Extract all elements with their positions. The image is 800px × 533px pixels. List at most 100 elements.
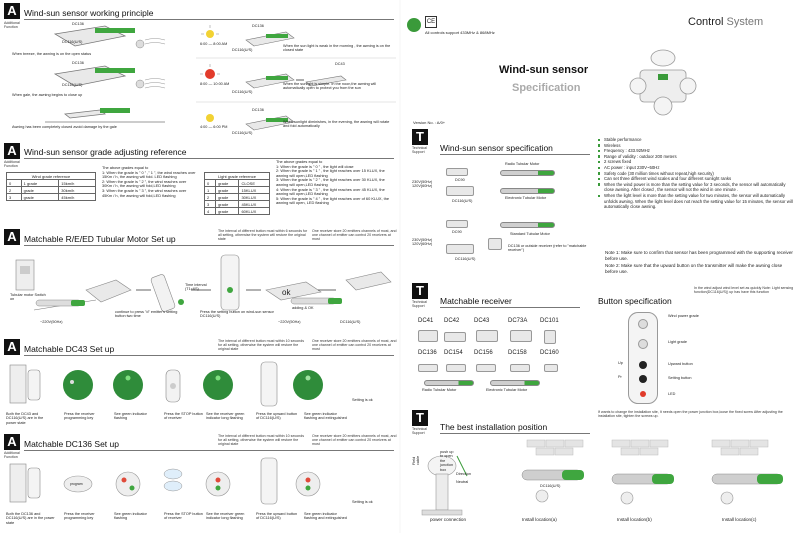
section-letter: A [4,339,20,355]
section-title: Matchable receiver [440,296,512,306]
step-press-sensor: Press the setting button on wind-sun sen… [200,310,274,319]
label-dc43: DC43 [335,62,345,66]
section-rule [24,450,394,451]
adding-ok-label: adding & OK [292,306,314,310]
label-dc116: DC116(U/S) [232,48,253,52]
radio-motor-icon [500,170,555,176]
list-item: When the light level is more than the se… [598,193,796,210]
sensor-dc116 [446,186,474,196]
legend-led: LED [668,392,676,396]
caption-morning: When the sun light is weak in the mornin… [283,44,391,53]
receiver-icon [476,330,498,342]
interval-note: The interval of different button must wi… [218,339,305,352]
channel-note: One receiver store 20 emitters channels … [312,229,397,242]
section-subtitle: Technical Support [412,146,427,154]
label-dc90: DC90 [452,230,462,234]
section-title: The best installation position [440,422,548,432]
button-legend: Wind power grade Light grade Upward butt… [668,314,793,404]
section-title: Wind-sun sensor grade adjusting referenc… [24,147,187,157]
section-subtitle: Additional Function [4,160,20,168]
receiver-label: DC136 [418,350,437,356]
section-subtitle: Technical Support [412,300,427,308]
sun-awning-illustrations [196,25,396,131]
section-subtitle: Technical Support [412,427,427,435]
caption-location-b: Install location(b) [617,517,652,522]
section-rule [440,433,590,434]
label-dc116: DC116(U/S) [455,257,476,261]
receiver-icon [544,330,556,344]
electronic-motor-icon [500,188,555,194]
radio-motor-icon [424,380,474,386]
step-caption: Press the receiver programming key [64,512,95,521]
label-dc136: DC136 [72,61,84,65]
installation-illustrations [421,439,783,516]
receiver-label: DC156 [474,350,493,356]
button-mark-up: Up [618,361,623,365]
page-divider [399,0,401,533]
label-dc136: DC136 [252,108,264,112]
caption-breeze: When breeze, the awning is on the open s… [12,52,92,56]
receiver-icon [476,364,496,372]
step-caption: Both the DC43 and DC116(U/S) are in the … [6,412,44,425]
note-2: Note 2: Make sure that the upward button… [605,263,783,274]
label-dc116: DC116(U/S) [340,320,361,324]
button-spec-title: Button specification [598,296,672,306]
section-letter: T [412,129,428,145]
installation-note: If wants to change the installation site… [598,410,783,419]
label-dc116: DC116(U/S) [62,40,83,44]
list-item: Frequency : 433.92MHz [598,148,796,154]
step-caption: Press the STOP button of receiver [164,412,203,421]
standard-motor-icon [500,222,555,228]
legend-up: Upward button [668,362,693,366]
note-1: Note 1: Make sure to confirm that sensor… [605,250,793,261]
section-letter: A [4,434,20,450]
product-title: Wind-sun sensor [499,64,589,76]
dc43-captions: Both the DC43 and DC116(U/S) are in the … [6,412,386,426]
caption-location-c: Install location(c) [722,517,757,522]
voltage-label: 230V(50Hz) 120V(60Hz) [412,180,433,189]
receiver-label: DC42 [444,318,460,324]
section-subtitle: Additional Function [4,21,20,29]
receiver-label: DC154 [444,350,463,356]
list-item: 2 screws fixed [598,159,796,165]
receiver-icon [510,330,532,342]
section-title: Matchable DC136 Set up [24,439,119,449]
label-electronic-motor: Electronic Tubular Motor [505,196,547,200]
receiver-icon [444,332,466,342]
label-dc90: DC90 [455,178,465,182]
step-press-emitter: continue to press "d" emitter's setting … [115,310,178,319]
receiver-label: DC158 [508,350,527,356]
label-dc116: DC116(U/S) [540,484,561,488]
up-button[interactable] [639,361,647,369]
caption-location-a: Install location(a) [522,517,557,522]
receiver-icon [446,364,466,372]
section-rule [440,154,590,155]
legend-light: Light grade [668,340,687,344]
wind-sun-sensor-image [629,49,697,116]
setting-button[interactable] [639,375,647,383]
list-item: Can set three different wind scales and … [598,176,796,182]
time-noon: 8:00 — 10:00 AM [200,82,230,86]
label-dc116: DC116(U/S) [232,131,253,135]
brand-title: Control System [688,16,764,28]
dc43-setup-steps [9,361,323,407]
label-dc136-ref: DC136 or outside receiver (refer to "mat… [508,244,587,253]
label-dc136: DC136 [252,24,264,28]
section-rule [24,355,394,356]
section-title: Wind-sun sensor specification [440,143,553,153]
awning-wind-illustrations [45,25,166,123]
caption-evening: When sunlight diminishes, in the evening… [283,120,390,129]
list-item: Wireless [598,143,796,149]
receiver-icon [510,364,530,372]
wind-table-title: Wind grade reference [6,172,96,180]
remote-dc90 [446,220,468,228]
setting-ok: Setting is ok [352,500,373,504]
section-title: Matchable R/E/ED Tubular Motor Set up [24,234,176,244]
label-radio-motor: Radio Tubular Motor [422,388,457,392]
section-letter: T [412,410,428,426]
receiver-label: DC101 [540,318,559,324]
neutral-label: Neutral [456,480,469,484]
